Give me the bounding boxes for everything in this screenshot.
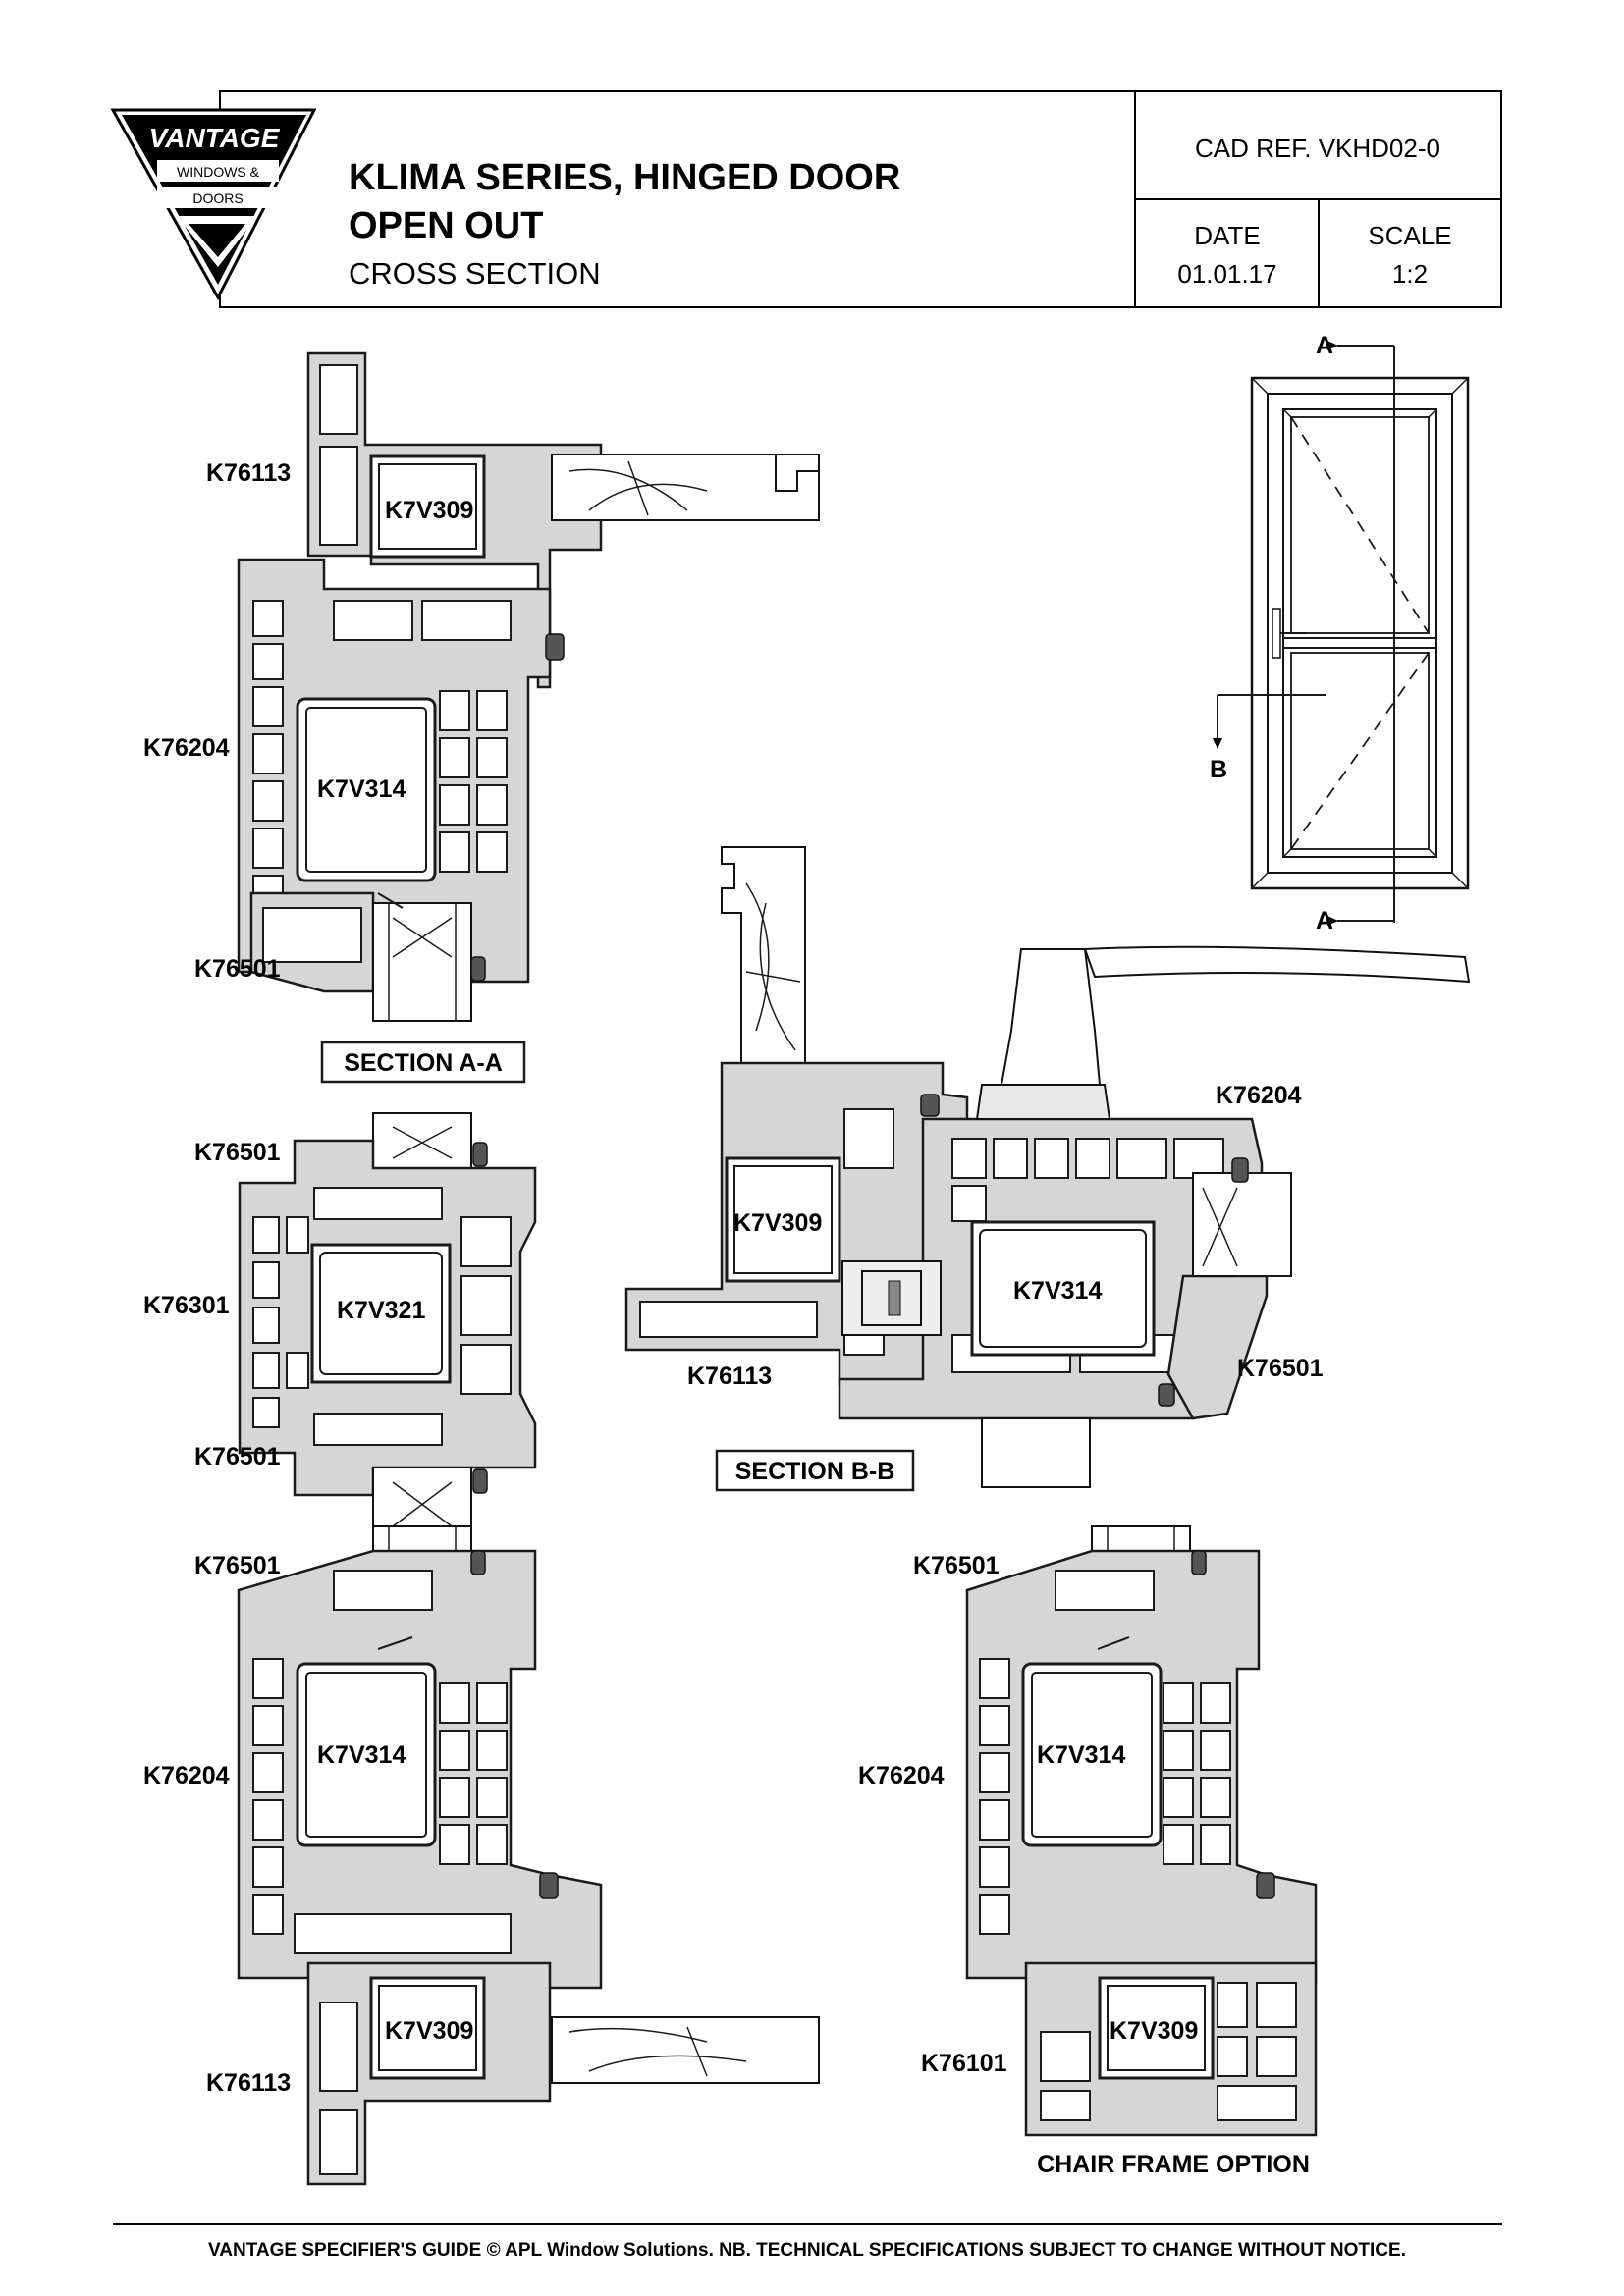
title-line-1: KLIMA SERIES, HINGED DOOR xyxy=(349,157,900,198)
reinforcement-k7v309-bl xyxy=(369,1976,486,2080)
section-bb-caption: SECTION B-B xyxy=(735,1458,895,1485)
title-line-3: CROSS SECTION xyxy=(349,256,601,291)
chair-frame-drawing xyxy=(965,1525,1318,2137)
elevation-marker-a-top: A xyxy=(1316,332,1333,359)
logo-sub-text-2: DOORS xyxy=(192,190,243,206)
reinforcement-k7v314-bl xyxy=(296,1662,437,1847)
title-line-2: OPEN OUT xyxy=(349,205,543,246)
section-bb-drawing xyxy=(624,846,1471,1488)
section-aa-caption-box xyxy=(320,1041,526,1084)
bl-rein-k7v314: K7V314 xyxy=(317,1741,406,1769)
bb-label-sash: K76204 xyxy=(1216,1082,1302,1109)
vantage-logo: VANTAGE WINDOWS & DOORS xyxy=(110,108,317,301)
mullion-rein-k7v321: K7V321 xyxy=(337,1297,425,1324)
bottom-left-drawing xyxy=(237,1525,820,2186)
bl-rein-k7v309: K7V309 xyxy=(385,2017,473,2045)
aa-rein-k7v309: K7V309 xyxy=(385,497,473,524)
reinforcement-k7v309-aa xyxy=(369,454,486,559)
aa-label-bead: K76501 xyxy=(194,955,281,983)
mullion-label-bead-top: K76501 xyxy=(194,1139,281,1166)
reinforcement-k7v314-aa xyxy=(296,697,437,882)
bb-label-frame: K76113 xyxy=(687,1362,772,1390)
bb-rein-k7v314: K7V314 xyxy=(1013,1277,1102,1305)
elevation-marker-b: B xyxy=(1210,756,1227,783)
footer-text: VANTAGE SPECIFIER'S GUIDE © APL Window S… xyxy=(208,2240,1406,2261)
reinforcement-k7v309-bb xyxy=(725,1156,841,1283)
section-aa-caption: SECTION A-A xyxy=(344,1049,503,1077)
section-aa-drawing xyxy=(237,351,820,1022)
cf-rein-k7v309: K7V309 xyxy=(1110,2017,1198,2045)
aa-label-sash: K76204 xyxy=(143,734,230,762)
cf-label-sash: K76204 xyxy=(858,1762,945,1789)
bb-rein-k7v309: K7V309 xyxy=(733,1209,822,1237)
bl-label-sash: K76204 xyxy=(143,1762,230,1789)
mullion-drawing xyxy=(238,1112,537,1542)
mullion-label-bead-bottom: K76501 xyxy=(194,1443,281,1470)
logo-brand-text: VANTAGE xyxy=(149,123,281,153)
aa-rein-k7v314: K7V314 xyxy=(317,775,406,803)
door-elevation xyxy=(1213,341,1470,926)
elevation-marker-a-bottom: A xyxy=(1316,907,1333,934)
scale-value: 1:2 xyxy=(1392,259,1428,289)
title-block: VANTAGE WINDOWS & DOORS KLIMA SERIES, HI… xyxy=(110,90,1502,308)
door-handle-icon xyxy=(1272,608,1281,659)
scale-label: SCALE xyxy=(1368,221,1451,250)
section-bb-caption-box xyxy=(715,1449,915,1492)
date-value: 01.01.17 xyxy=(1177,259,1276,289)
cad-ref: CAD REF. VKHD02-0 xyxy=(1195,133,1440,163)
aa-label-frame: K76113 xyxy=(206,459,291,487)
logo-sub-text-1: WINDOWS & xyxy=(177,164,260,180)
cf-label-chair-frame: K76101 xyxy=(921,2050,1007,2077)
chair-frame-caption: CHAIR FRAME OPTION xyxy=(1037,2151,1310,2178)
reinforcement-k7v309-cf xyxy=(1098,1976,1215,2080)
bl-label-bead: K76501 xyxy=(194,1552,281,1579)
bl-label-frame: K76113 xyxy=(206,2069,291,2097)
mullion-label-mullion: K76301 xyxy=(143,1292,230,1319)
cf-rein-k7v314: K7V314 xyxy=(1037,1741,1125,1769)
reinforcement-k7v314-bb xyxy=(970,1220,1156,1357)
reinforcement-k7v321 xyxy=(310,1243,452,1384)
bb-label-bead: K76501 xyxy=(1237,1355,1324,1382)
date-label: DATE xyxy=(1194,221,1260,250)
reinforcement-k7v314-cf xyxy=(1021,1662,1163,1847)
cf-label-bead: K76501 xyxy=(913,1552,1000,1579)
